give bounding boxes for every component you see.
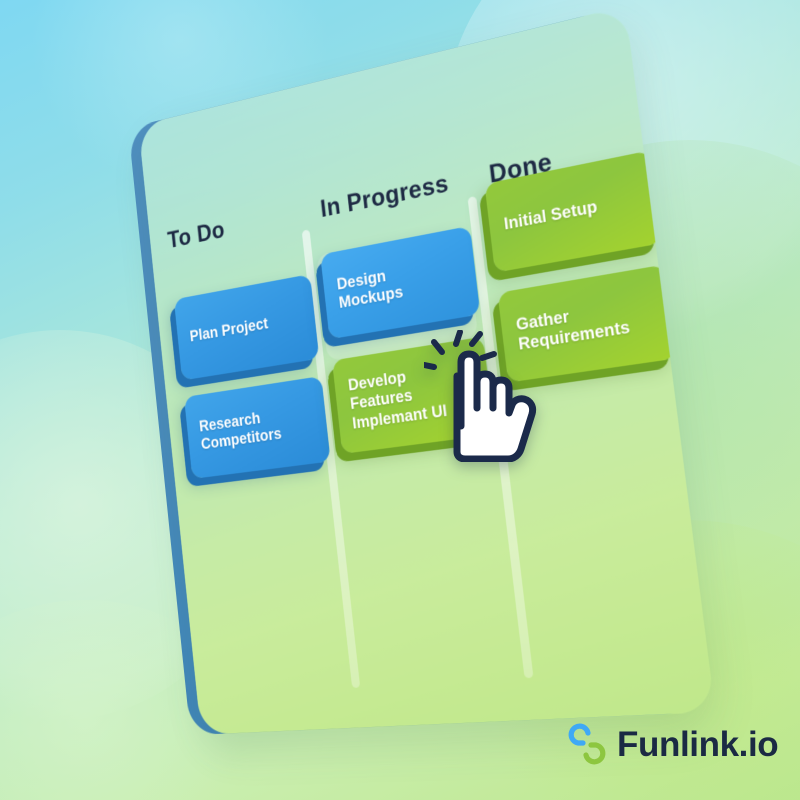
background-blob-right	[430, 140, 800, 700]
click-burst-rays	[421, 329, 497, 370]
card-line: Gather	[515, 306, 571, 334]
card-line: Develop Features	[347, 367, 414, 414]
card-line: Requirements	[517, 317, 631, 354]
card-gather-requirements[interactable]: Gather Requirements	[497, 264, 677, 383]
brand-logo: Funlink.io	[566, 723, 779, 765]
column-header-in-progress: In Progress	[318, 169, 451, 223]
card-plan-project[interactable]: Plan Project	[173, 274, 320, 381]
background-blob-left	[0, 330, 255, 720]
card-develop-features[interactable]: Develop Features Implemant UI	[331, 336, 495, 454]
board-gloss-sheen	[138, 5, 672, 438]
card-label: Develop Features Implemant UI	[347, 358, 478, 434]
column-header-done: Done	[487, 147, 554, 189]
chain-link-icon	[566, 723, 608, 765]
card-initial-setup[interactable]: Initial Setup	[484, 150, 663, 273]
pointing-hand-cursor-icon	[421, 329, 546, 463]
background-blob-top-left	[30, 0, 330, 190]
card-design-mockups[interactable]: Design Mockups	[320, 225, 481, 340]
card-line: Implemant UI	[351, 401, 449, 433]
brand-name: Funlink.io	[617, 724, 779, 764]
card-line: Design	[335, 266, 387, 294]
card-label: Initial Setup	[503, 198, 599, 236]
card-label: Plan Project	[189, 315, 269, 347]
chain-link-lower	[583, 742, 606, 765]
hand-shape	[453, 350, 537, 463]
card-label: Gather Requirements	[515, 297, 631, 355]
kanban-board: To Do In Progress Done Plan Project Rese…	[128, 5, 716, 736]
card-line: Competitors	[200, 424, 283, 454]
card-line: Plan Project	[189, 315, 269, 346]
column-separator-1	[301, 229, 361, 689]
card-line: Research	[198, 409, 262, 435]
board-surface: To Do In Progress Done Plan Project Rese…	[138, 5, 716, 735]
active-card-highlight	[315, 226, 479, 362]
board-side-edge	[128, 9, 702, 736]
card-line: Mockups	[337, 283, 405, 312]
background-blob-bottom-left	[0, 600, 250, 800]
column-separator-2	[467, 195, 534, 679]
card-label: Design Mockups	[336, 264, 404, 313]
card-label: Research Competitors	[198, 406, 282, 454]
background-blob-top-right	[445, 0, 800, 335]
column-header-todo: To Do	[166, 216, 226, 254]
card-research-competitors[interactable]: Research Competitors	[183, 376, 331, 479]
chain-link-upper	[568, 723, 591, 746]
card-line: Initial Setup	[503, 197, 599, 234]
